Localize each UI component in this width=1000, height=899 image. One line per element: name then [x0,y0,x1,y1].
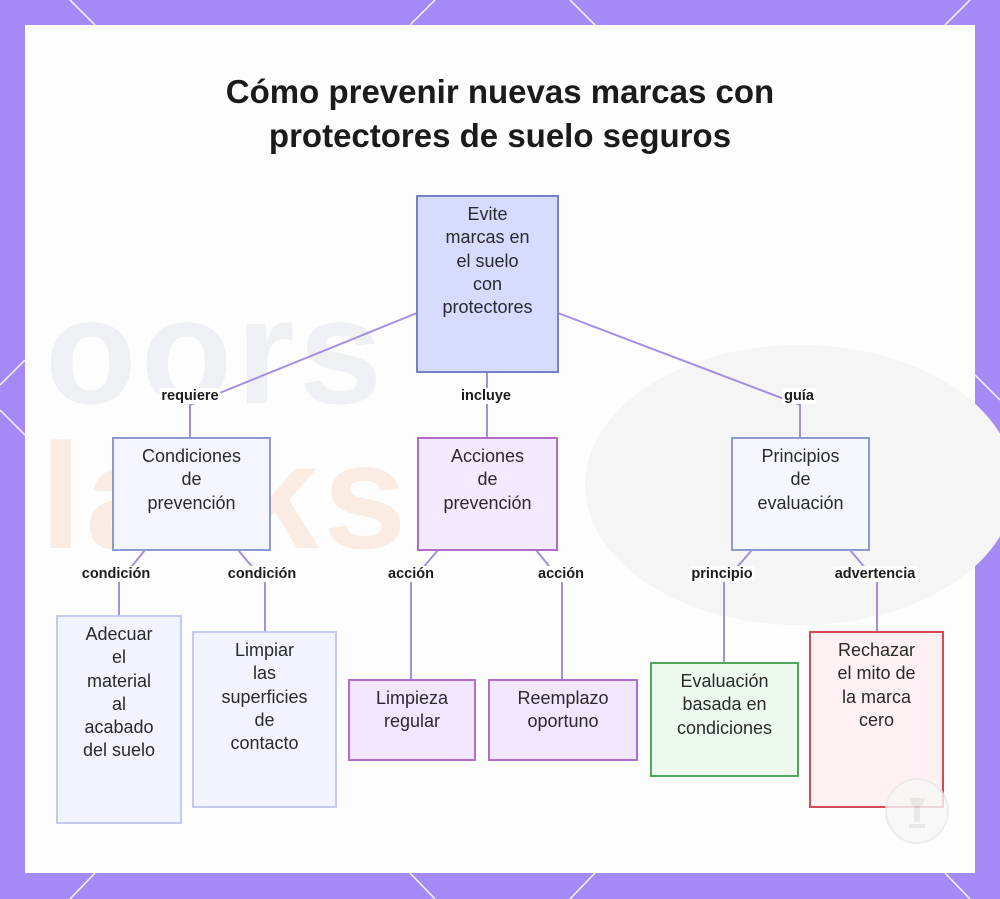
edge-label-warning: advertencia [832,566,918,582]
edge-principles-warning [849,549,878,632]
node-conditions: Condiciones de prevención [112,437,271,551]
diagram-title: Cómo prevenir nuevas marcas con protecto… [0,70,1000,158]
node-timely-replacement-label: Reemplazo oportuno [517,688,609,732]
edge-label-action-1: acción [386,566,436,582]
node-clean-surfaces-label: Limpiar las superficies de contacto [221,640,308,754]
node-match-material-label: Adecuar el material al acabado del suelo [82,624,156,761]
node-actions-label: Acciones de prevención [443,446,532,513]
edge-label-principle: principio [689,566,755,582]
node-condition-assessment-label: Evaluación basada en condiciones [676,671,773,738]
node-principles-label: Principios de evaluación [757,446,844,513]
node-root: Evite marcas en el suelo con protectores [416,195,559,373]
node-timely-replacement: Reemplazo oportuno [488,679,638,761]
logo-icon [909,798,925,828]
edge-label-guides: guía [782,388,816,404]
diagram-title-line-2: protectores de suelo seguros [268,117,732,154]
edge-label-action-2: acción [536,566,586,582]
edge-actions-cleaning [410,549,439,680]
node-actions: Acciones de prevención [417,437,558,551]
diagram-title-line-1: Cómo prevenir nuevas marcas con [225,73,775,110]
node-root-label: Evite marcas en el suelo con protectores [442,204,533,318]
edge-label-requires: requiere [159,388,221,404]
edge-label-includes: incluye [459,388,513,404]
node-match-material: Adecuar el material al acabado del suelo [56,615,182,824]
node-principles: Principios de evaluación [731,437,870,551]
edge-label-condition-1: condición [79,566,153,582]
node-conditions-label: Condiciones de prevención [141,446,242,513]
edge-conditions-clean [237,549,266,632]
node-regular-cleaning: Limpieza regular [348,679,476,761]
edge-label-condition-2: condición [225,566,299,582]
brand-logo [885,778,949,844]
node-condition-assessment: Evaluación basada en condiciones [650,662,799,777]
node-clean-surfaces: Limpiar las superficies de contacto [192,631,337,808]
node-regular-cleaning-label: Limpieza regular [375,688,449,732]
edge-principles-evaluation [723,549,753,663]
edge-conditions-material [118,549,146,616]
edge-actions-replacement [535,549,563,680]
edge-root-principles [557,312,801,438]
node-reject-myth-label: Rechazar el mito de la marca cero [837,640,916,730]
edge-root-conditions [189,312,418,438]
